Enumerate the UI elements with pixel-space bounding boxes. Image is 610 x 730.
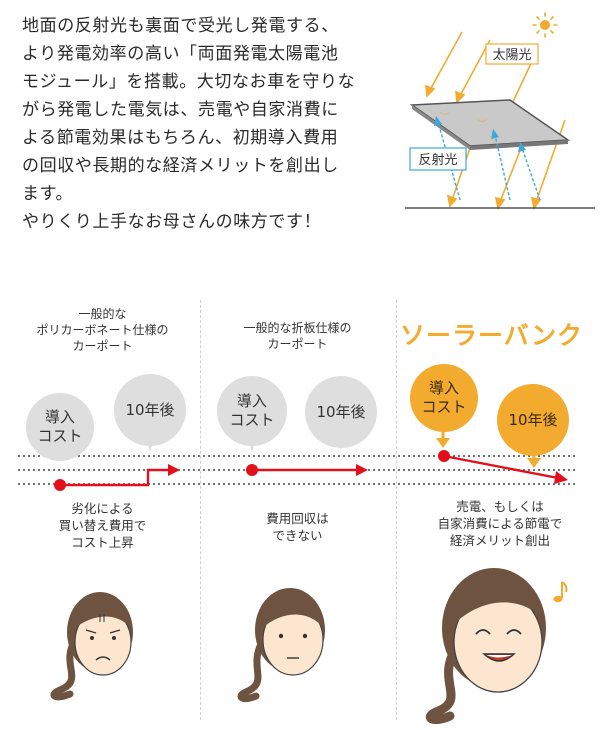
column-3-result: 売電、もしくは 自家消費による節電で 経済メリット創出 bbox=[400, 498, 600, 549]
column-2-title: 一般的な折板仕様の カーポート bbox=[205, 320, 390, 352]
bubble-line: コスト bbox=[421, 398, 467, 416]
bubble-text: 10年後 bbox=[316, 402, 366, 421]
column-2-cost-arrow bbox=[246, 464, 368, 476]
bubble-line: コスト bbox=[37, 427, 83, 445]
title-line: カーポート bbox=[72, 339, 133, 353]
result-line: 自家消費による節電で bbox=[437, 516, 563, 531]
music-note-icon bbox=[553, 581, 568, 603]
column-2-result: 費用回収は できない bbox=[205, 510, 390, 544]
brand-solar-bank: ソーラーバンク bbox=[400, 321, 584, 350]
sunlight-label: 太陽光 bbox=[492, 48, 531, 63]
bubble-line: 導入 bbox=[236, 392, 267, 410]
neutral-mother-face bbox=[237, 588, 325, 702]
intro-line: がら発電した電気は、売電や自家消費に bbox=[22, 100, 339, 120]
intro-line: モジュール」を搭載。大切なお車を守りな bbox=[22, 72, 356, 92]
intro-line: より発電効率の高い「両面発電太陽電池 bbox=[22, 44, 339, 64]
column-1-result: 劣化による 買い替え費用で コスト上昇 bbox=[10, 500, 195, 551]
initial-cost-bubble: 導入コスト bbox=[410, 364, 478, 432]
column-1-title: 一般的な ポリカーボネート仕様の カーポート bbox=[10, 306, 195, 354]
title-line: ポリカーボネート仕様の bbox=[36, 323, 169, 337]
bubble-line: 導入 bbox=[44, 408, 75, 426]
column-1-cost-arrow bbox=[54, 464, 180, 491]
result-line: 劣化による bbox=[71, 501, 134, 516]
intro-line: よる節電効果はもちろん、初期導入費用 bbox=[22, 128, 339, 148]
ten-year-bubble: 10年後 bbox=[497, 384, 569, 456]
reflected-label: 反射光 bbox=[418, 152, 457, 168]
svg-text:︶: ︶ bbox=[440, 112, 449, 123]
result-line: 買い替え費用で bbox=[58, 518, 147, 533]
initial-cost-bubble: 導入コスト bbox=[26, 393, 94, 461]
intro-line: 地面の反射光も裏面で受光し発電する、 bbox=[22, 16, 339, 36]
result-line: 費用回収は bbox=[266, 511, 329, 526]
worried-mother-face bbox=[50, 592, 133, 701]
result-line: 経済メリット創出 bbox=[449, 533, 550, 548]
ten-year-bubble: 10年後 bbox=[114, 374, 186, 446]
bubble-line: 導入 bbox=[428, 379, 459, 397]
result-line: できない bbox=[272, 528, 323, 543]
initial-cost-bubble: 導入コスト bbox=[217, 376, 287, 446]
intro-line: ます。 bbox=[22, 184, 74, 204]
smiling-mother-face bbox=[425, 568, 546, 725]
column-divider bbox=[396, 300, 397, 720]
bubble-text: 10年後 bbox=[125, 400, 175, 419]
result-line: 売電、もしくは bbox=[456, 499, 544, 514]
svg-text:︶: ︶ bbox=[478, 119, 487, 130]
bubble-text: 10年後 bbox=[508, 410, 558, 429]
title-line: 一般的な bbox=[78, 307, 127, 321]
bubble-line: コスト bbox=[229, 411, 275, 429]
column-divider bbox=[200, 300, 201, 720]
sun-icon bbox=[532, 12, 558, 38]
intro-text: 地面の反射光も裏面で受光し発電する、 より発電効率の高い「両面発電太陽電池 モジ… bbox=[22, 12, 392, 236]
result-line: コスト上昇 bbox=[71, 535, 134, 550]
ten-year-bubble: 10年後 bbox=[305, 376, 377, 448]
column-3-cost-arrow bbox=[438, 450, 568, 484]
intro-line: の回収や長期的な経済メリットを創出し bbox=[22, 156, 339, 176]
bifacial-panel-illustration: ︶ ︶ 太陽光 反射光 bbox=[405, 12, 595, 210]
intro-line: やりくり上手なお母さんの味方です！ bbox=[22, 212, 322, 232]
title-line: 一般的な折板仕様の bbox=[243, 321, 352, 335]
title-line: カーポート bbox=[267, 337, 328, 351]
